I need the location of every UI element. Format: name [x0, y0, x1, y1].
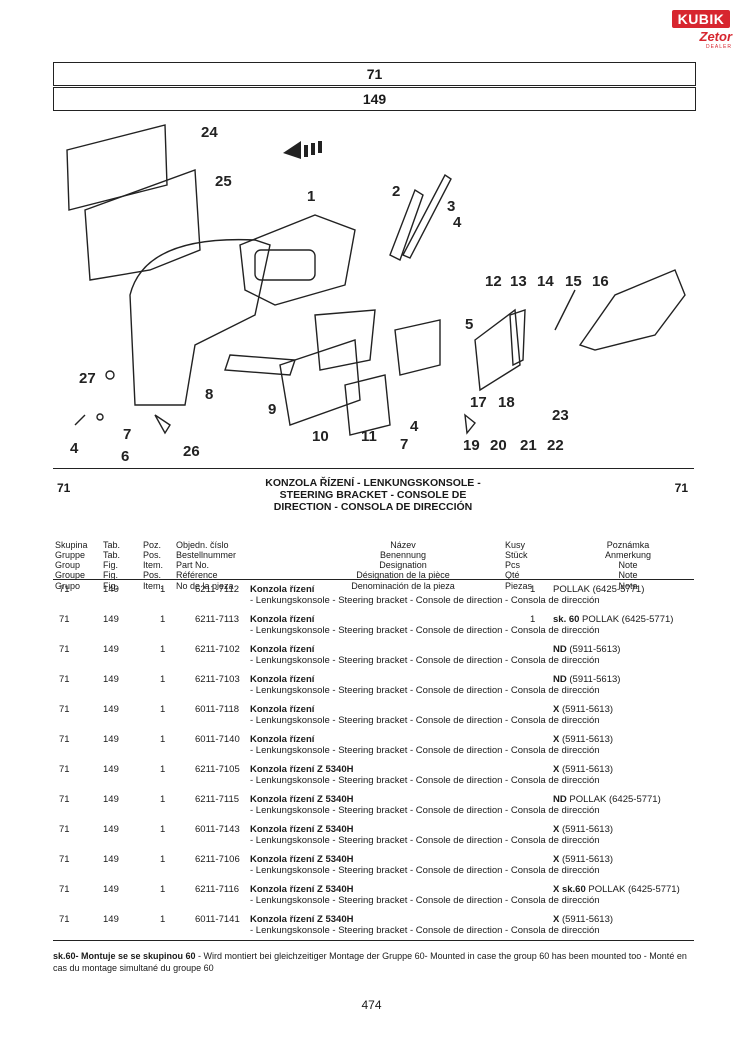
panel-24-shape [66, 124, 168, 211]
callout-9: 9 [268, 401, 276, 418]
callout-17: 17 [470, 394, 487, 411]
callout-7b: 7 [123, 426, 131, 443]
bolt-4-shape [74, 414, 86, 426]
plate-10-upper-shape [314, 309, 376, 371]
kubik-zetor-logo: KUBIK Zetor DEALER [672, 10, 732, 52]
callout-23: 23 [552, 407, 569, 424]
callout-13: 13 [510, 273, 527, 290]
section-title-line: DIRECTION - CONSOLA DE DIRECCIÓN [273, 501, 473, 513]
plate-13-shape [474, 308, 521, 392]
strip-2-shape [389, 188, 424, 261]
washer-27-shape [105, 370, 115, 380]
column-plate-10-shape [279, 339, 361, 426]
callout-15: 15 [565, 273, 582, 290]
footnote-text: - Wird montiert bei gleichzeitiger Monta… [53, 951, 687, 973]
logo-dealer-text: DEALER [705, 44, 732, 50]
page-number: 474 [361, 998, 382, 1012]
bracket-5-shape [394, 319, 441, 376]
callout-22: 22 [547, 437, 564, 454]
logo-kubik-text: KUBIK [672, 10, 730, 28]
exploded-parts-diagram: 24 25 1 2 3 4 5 12 13 14 15 16 27 8 9 10… [66, 124, 686, 465]
group-number-header: 71 [53, 62, 696, 86]
figure-number-header: 149 [53, 87, 696, 111]
cover-16-shape [578, 269, 686, 351]
callout-4a: 4 [453, 214, 462, 231]
rod-15-shape [554, 289, 576, 331]
callout-26: 26 [183, 443, 200, 460]
group-label-right: 71 [674, 481, 688, 495]
housing-window [254, 249, 316, 281]
logo-zetor-text: Zetor [699, 29, 733, 44]
callout-2: 2 [392, 183, 400, 200]
callout-25: 25 [215, 173, 232, 190]
column-fig-header: Tab.Tab.Fig.Fig.Fig. [103, 539, 121, 591]
callout-21: 21 [520, 437, 537, 454]
column-pos-header: Poz.Pos.Item.Pos.Item. [143, 539, 164, 591]
callout-14: 14 [537, 273, 554, 290]
parts-table-header: 71 71 KONZOLA ŘÍZENÍ - LENKUNGSKONSOLE -… [53, 468, 694, 591]
footnote-bold: sk.60- Montuje se se skupinou 60 [53, 951, 196, 961]
callout-7a: 7 [400, 436, 408, 453]
group-label-left: 71 [57, 481, 71, 495]
part-11-shape [344, 374, 391, 436]
callout-12: 12 [485, 273, 502, 290]
callout-3: 3 [447, 198, 455, 215]
part-26-shape [154, 414, 171, 435]
callout-27: 27 [79, 370, 96, 387]
callout-10: 10 [312, 428, 329, 445]
callout-20: 20 [490, 437, 507, 454]
callout-24: 24 [201, 124, 218, 141]
callout-18: 18 [498, 394, 515, 411]
panel-25-shape [84, 169, 201, 281]
callout-19: 19 [463, 437, 480, 454]
callout-8: 8 [205, 386, 213, 403]
section-title: KONZOLA ŘÍZENÍ - LENKUNGSKONSOLE - STEER… [223, 477, 523, 513]
side-panel-shape [129, 238, 271, 406]
direction-arrow-icon [283, 141, 322, 159]
washer-6-shape [96, 413, 104, 421]
callout-11: 11 [361, 428, 377, 445]
part-23-shape [464, 413, 476, 435]
footnote: sk.60- Montuje se se skupinou 60 - Wird … [53, 940, 694, 974]
callout-4c: 4 [70, 440, 79, 457]
callout-16: 16 [592, 273, 609, 290]
bracket-9-shape [224, 354, 296, 376]
part-14-shape [509, 309, 526, 367]
housing-1-shape [239, 214, 356, 306]
callout-1: 1 [307, 188, 315, 205]
callout-4b: 4 [410, 418, 419, 435]
callout-6: 6 [121, 448, 129, 465]
callout-5: 5 [465, 316, 473, 333]
section-title-line: KONZOLA ŘÍZENÍ - LENKUNGSKONSOLE - [265, 477, 481, 489]
section-title-line: STEERING BRACKET - CONSOLE DE [279, 489, 467, 501]
strip-3-shape [402, 173, 452, 259]
